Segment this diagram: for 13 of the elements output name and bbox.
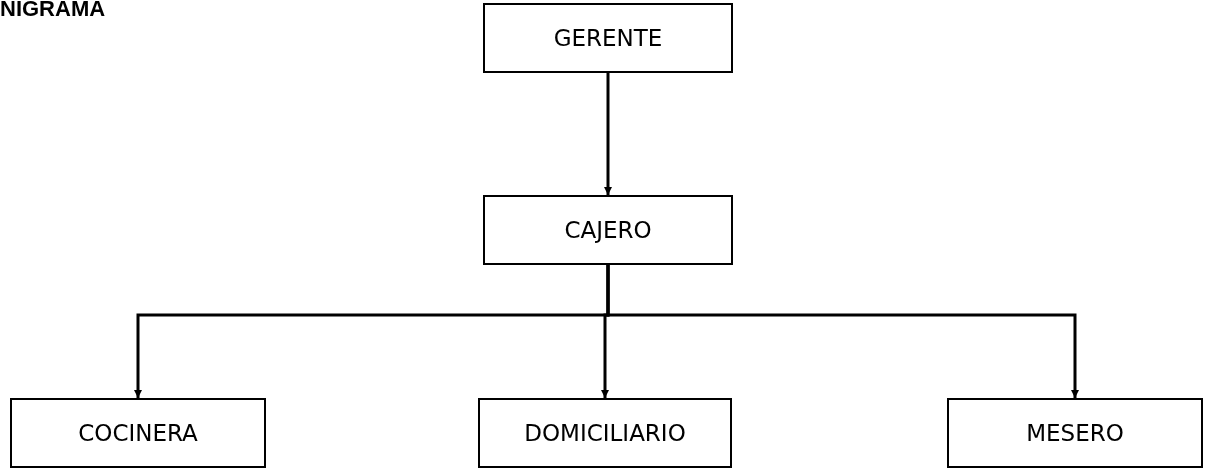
role-label: COCINERA	[78, 420, 198, 446]
role-label: DOMICILIARIO	[524, 420, 686, 446]
role-box	[10, 398, 266, 468]
role-label: GERENTE	[553, 25, 663, 51]
arrow	[606, 265, 1079, 398]
arrow	[604, 73, 612, 195]
role-label: MESERO	[1026, 420, 1124, 446]
role-box	[483, 195, 733, 265]
role-box	[478, 398, 732, 468]
role-box	[483, 3, 733, 73]
role-box	[947, 398, 1203, 468]
diagram-title: NIGRAMA	[0, 0, 106, 22]
role-label: CAJERO	[564, 217, 652, 243]
